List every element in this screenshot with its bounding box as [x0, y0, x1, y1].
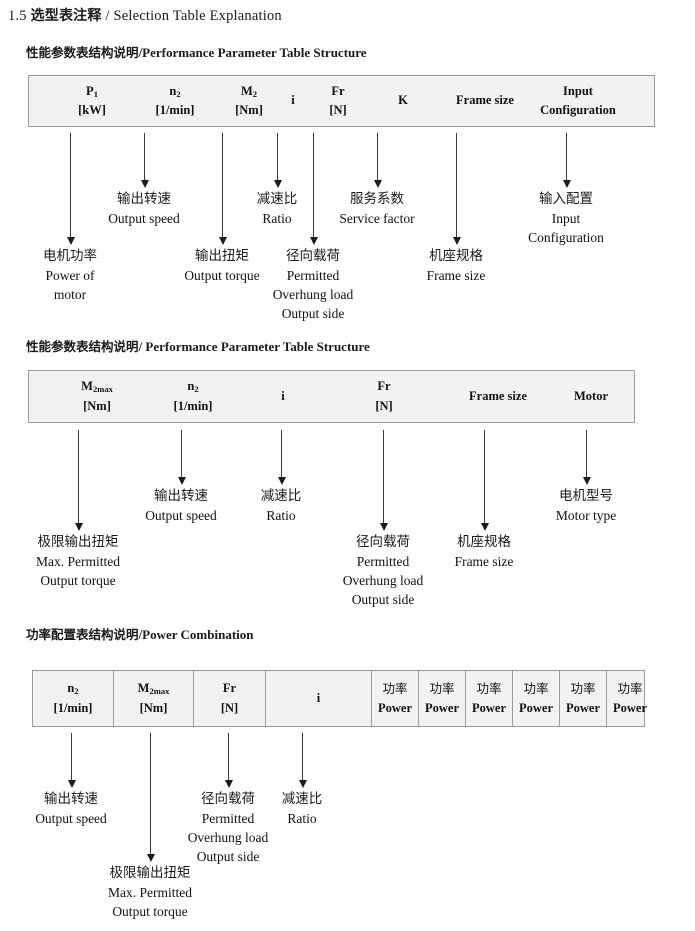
arrow-down	[373, 133, 382, 188]
section-heading-3-en: Power Combination	[142, 627, 254, 642]
arrow-down	[452, 133, 461, 245]
annotation-label: 减速比 Ratio	[260, 488, 302, 524]
section-heading-2-sep: /	[138, 339, 143, 354]
annotation-label: 径向载荷 Permitted Overhung load Output side	[342, 534, 424, 608]
arrow-down	[140, 133, 149, 188]
table-header-cell: i	[291, 93, 295, 108]
annotation-label: 减速比 Ratio	[281, 791, 323, 827]
section-heading-1-cn: 性能参数表结构说明	[26, 45, 139, 60]
arrow-down	[277, 430, 286, 485]
annotation-label: 径向载荷 Permitted Overhung load Output side	[187, 791, 269, 865]
table-header-cell: i	[265, 671, 371, 726]
section-heading-1-sep: /	[138, 45, 143, 60]
page-title-en: Selection Table Explanation	[113, 8, 282, 24]
section-heading-3-sep: /	[138, 627, 143, 642]
table-header-cell: Frame size	[469, 388, 527, 403]
annotation-label: 输出转速 Output speed	[145, 488, 217, 524]
section-heading-2-cn: 性能参数表结构说明	[26, 339, 139, 354]
table-header-cell: 功率 Power	[559, 671, 606, 726]
table-header-cell: n2 [1/min]	[173, 379, 213, 413]
section-heading-1-en: Performance Parameter Table Structure	[142, 45, 367, 60]
arrow-down	[480, 430, 489, 531]
annotation-label: 电机型号 Motor type	[555, 488, 617, 524]
section-heading-1: 性能参数表结构说明/Performance Parameter Table St…	[26, 42, 367, 61]
arrow-down	[298, 733, 307, 788]
arrow-down	[582, 430, 591, 485]
arrow-down	[66, 133, 75, 245]
table-header-cell: Fr [N]	[375, 379, 393, 413]
table-power-combination: n2 [1/min] M2max [Nm] Fr [N] i 功率 Power …	[32, 670, 647, 727]
annotation-label: 服务系数 Service factor	[339, 191, 415, 227]
table-header-cell: Fr [N]	[193, 671, 265, 726]
annotation-label: 减速比 Ratio	[256, 191, 298, 227]
arrow-down	[146, 733, 155, 862]
table-header-cell: Frame size	[456, 93, 514, 108]
page-title-cn: 选型表注释	[30, 8, 102, 24]
table-header-cell: 功率 Power	[606, 671, 653, 726]
table-header-cell: 功率 Power	[371, 671, 418, 726]
section-heading-3: 功率配置表结构说明/Power Combination	[26, 624, 254, 643]
table-header-cell: M2 [Nm]	[235, 83, 263, 117]
table-header-cell: Input Configuration	[540, 83, 616, 117]
annotation-label: 机座规格 Frame size	[454, 534, 514, 570]
section-heading-3-cn: 功率配置表结构说明	[26, 627, 139, 642]
annotation-label: 径向载荷 Permitted Overhung load Output side	[272, 248, 354, 322]
table-header-cell: n2 [1/min]	[53, 681, 93, 715]
table-header-cell: P1 [kW]	[78, 83, 106, 117]
annotation-label: 输出转速 Output speed	[35, 791, 107, 827]
table-header-cell: K	[398, 93, 408, 108]
annotation-label: 极限输出扭矩 Max. Permitted Output torque	[36, 534, 120, 589]
table-header-cell: 功率 Power	[418, 671, 465, 726]
table-header-cell: 功率 Power	[465, 671, 512, 726]
arrow-down	[273, 133, 282, 188]
arrow-down	[379, 430, 388, 531]
arrow-down	[224, 733, 233, 788]
annotation-label: 输入配置 Input Configuration	[528, 191, 604, 246]
arrow-down	[218, 133, 227, 245]
section-number: 1.5	[8, 8, 27, 24]
arrow-down	[562, 133, 571, 188]
annotation-label: 极限输出扭矩 Max. Permitted Output torque	[108, 865, 192, 920]
table-header-cell: M2max [Nm]	[113, 671, 193, 726]
annotation-label: 电机功率 Power of motor	[43, 248, 97, 303]
table-header-cell: n2 [1/min]	[155, 83, 195, 117]
annotation-label: 机座规格 Frame size	[426, 248, 486, 284]
table-performance-1: P1 [kW] n2 [1/min] M2 [Nm] i Fr [N] K Fr…	[28, 75, 655, 127]
table-header-cell: M2max [Nm]	[81, 379, 113, 413]
table-header-cell: Motor	[573, 388, 608, 403]
section-heading-2: 性能参数表结构说明/ Performance Parameter Table S…	[26, 336, 370, 355]
table-header-cell: Fr [N]	[329, 83, 347, 117]
table-performance-2: M2max [Nm] n2 [1/min] i Fr [N] Frame siz…	[28, 370, 635, 423]
arrow-down	[67, 733, 76, 788]
title-separator: /	[105, 8, 110, 24]
annotation-label: 输出转速 Output speed	[108, 191, 180, 227]
arrow-down	[309, 133, 318, 245]
arrow-down	[74, 430, 83, 531]
annotation-label: 输出扭矩 Output torque	[184, 248, 260, 284]
section-heading-2-en: Performance Parameter Table Structure	[145, 339, 370, 354]
table-header-cell: 功率 Power	[512, 671, 559, 726]
arrow-down	[177, 430, 186, 485]
page-title: 1.5 选型表注释 / Selection Table Explanation	[8, 5, 282, 25]
table-header-cell: i	[281, 388, 285, 403]
